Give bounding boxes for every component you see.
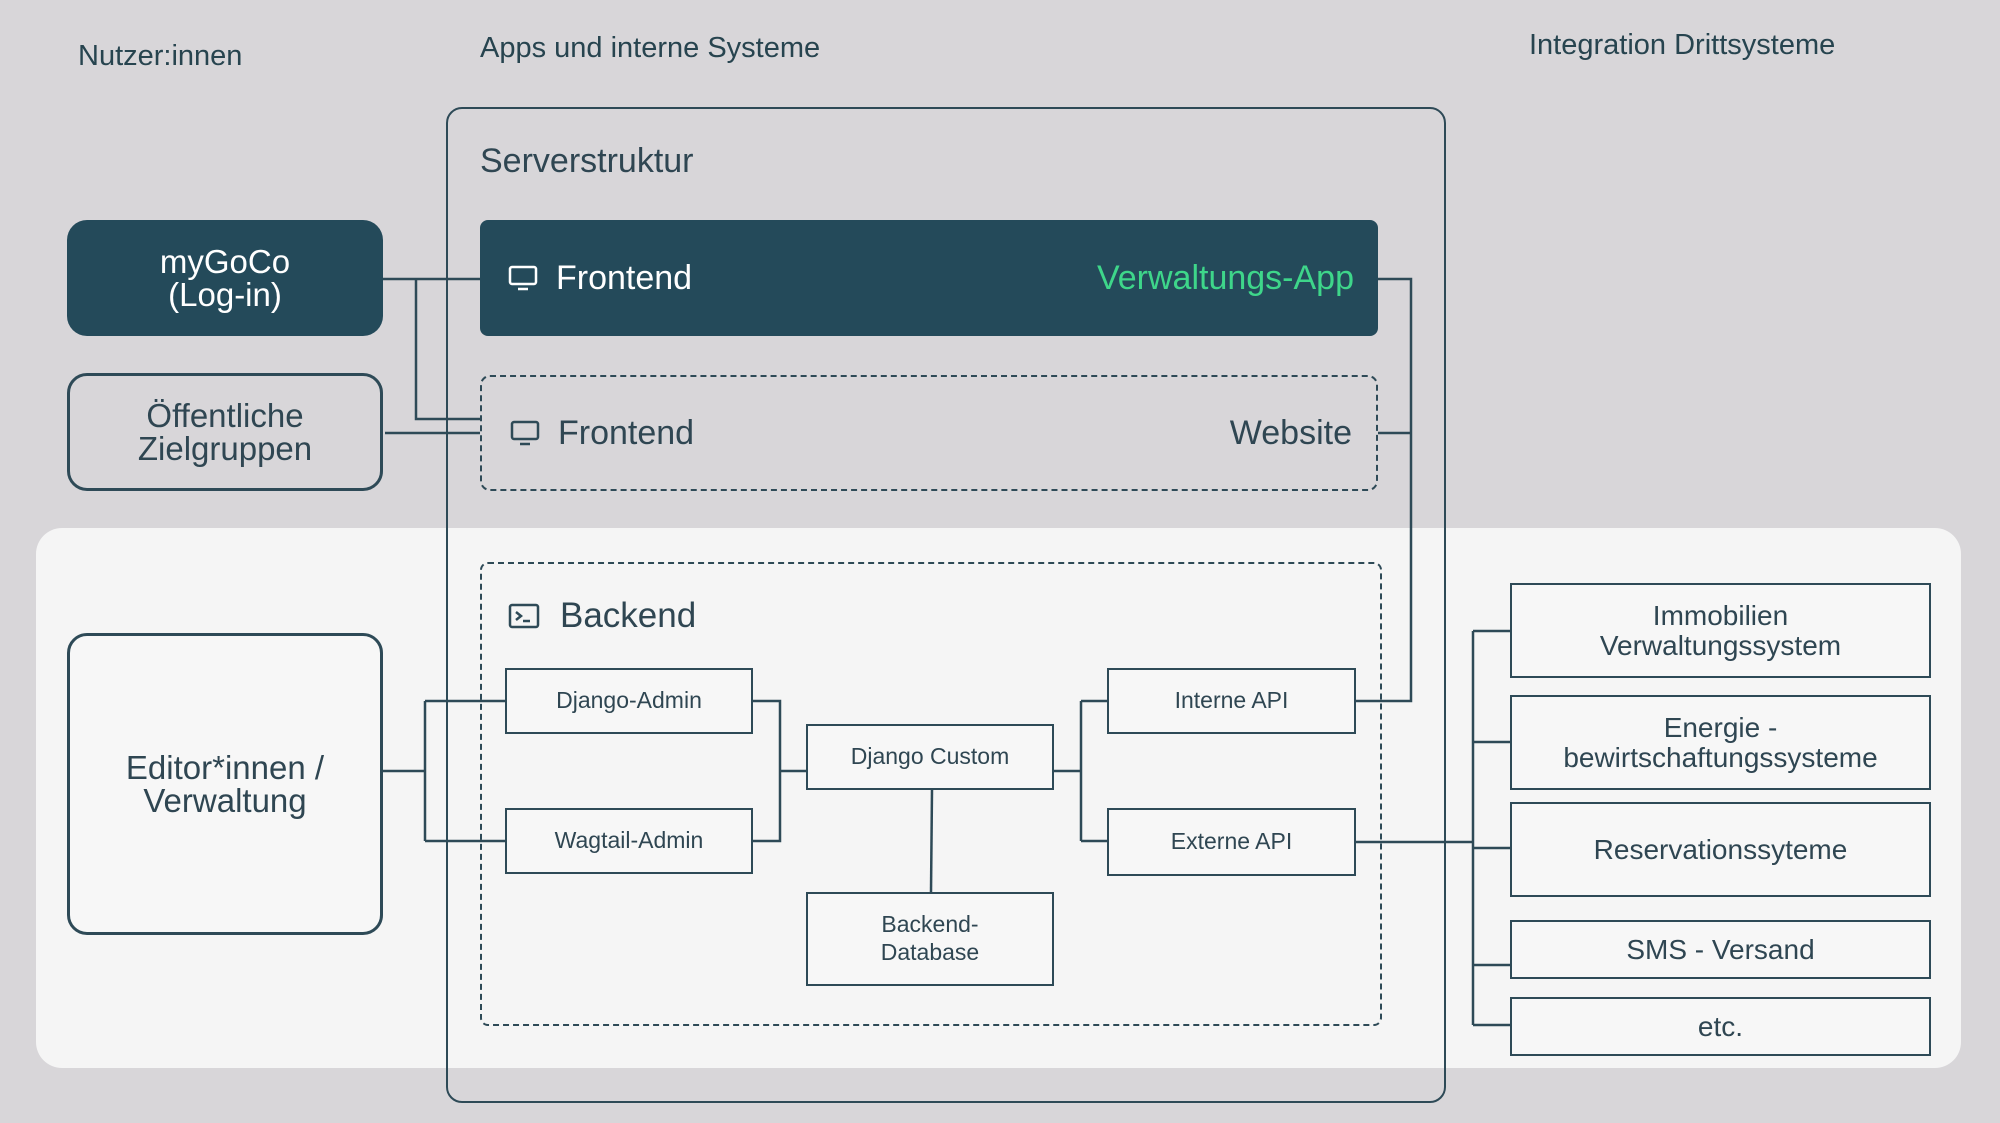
user-mygoco-line2: (Log-in) — [168, 276, 282, 313]
user-public-audiences[interactable]: Öffentliche Zielgruppen — [67, 373, 383, 491]
thirdparty-immobilien[interactable]: Immobilien Verwaltungssystem — [1510, 583, 1931, 678]
node-backend-database[interactable]: Backend- Database — [806, 892, 1054, 986]
user-public-line1: Öffentliche — [146, 397, 304, 434]
thirdparty-energie[interactable]: Energie - bewirtschaftungssysteme — [1510, 695, 1931, 790]
backend-title: Backend — [560, 596, 697, 635]
user-editor-line1: Editor*innen / — [125, 749, 325, 786]
thirdparty-line1: Energie - — [1663, 712, 1778, 744]
monitor-icon — [510, 419, 540, 447]
thirdparty-sms[interactable]: SMS - Versand — [1510, 920, 1931, 979]
user-public-line2: Zielgruppen — [137, 430, 313, 467]
frontend-label: Frontend — [558, 413, 695, 452]
user-mygoco-login[interactable]: myGoCo (Log-in) — [67, 220, 383, 336]
user-editor-line2: Verwaltung — [143, 782, 307, 819]
thirdparty-etc[interactable]: etc. — [1510, 997, 1931, 1056]
node-db-line1: Backend- — [881, 911, 979, 938]
thirdparty-line1: Immobilien — [1652, 600, 1789, 632]
user-mygoco-line1: myGoCo — [159, 243, 291, 280]
node-externe-api[interactable]: Externe API — [1107, 808, 1356, 876]
node-interne-api[interactable]: Interne API — [1107, 668, 1356, 734]
node-db-line2: Database — [880, 939, 980, 965]
user-editors-admin[interactable]: Editor*innen / Verwaltung — [67, 633, 383, 935]
node-django-custom[interactable]: Django Custom — [806, 724, 1054, 790]
frontend-label: Frontend — [556, 258, 693, 297]
frontend-website[interactable]: Frontend Website — [480, 375, 1378, 491]
backend-header: Backend — [508, 596, 696, 636]
thirdparty-reservation[interactable]: Reservationssyteme — [1510, 802, 1931, 897]
server-structure-title: Serverstruktur — [480, 142, 694, 180]
server-structure-box — [446, 107, 1446, 1103]
frontend-verwaltungs-app[interactable]: Frontend Verwaltungs-App — [480, 220, 1378, 336]
backend-box — [480, 562, 1382, 1026]
monitor-icon — [508, 264, 538, 292]
frontend-target-label: Verwaltungs-App — [1096, 258, 1354, 297]
frontend-target-label: Website — [1229, 413, 1352, 452]
column-title-users: Nutzer:innen — [78, 40, 243, 72]
node-wagtail-admin[interactable]: Wagtail-Admin — [505, 808, 753, 874]
terminal-icon — [508, 602, 540, 630]
node-django-admin[interactable]: Django-Admin — [505, 668, 753, 734]
thirdparty-line2: bewirtschaftungssysteme — [1563, 741, 1878, 773]
thirdparty-line2: Verwaltungssystem — [1599, 629, 1842, 661]
column-title-integration: Integration Drittsysteme — [1529, 29, 1836, 61]
column-title-apps: Apps und interne Systeme — [480, 32, 821, 64]
